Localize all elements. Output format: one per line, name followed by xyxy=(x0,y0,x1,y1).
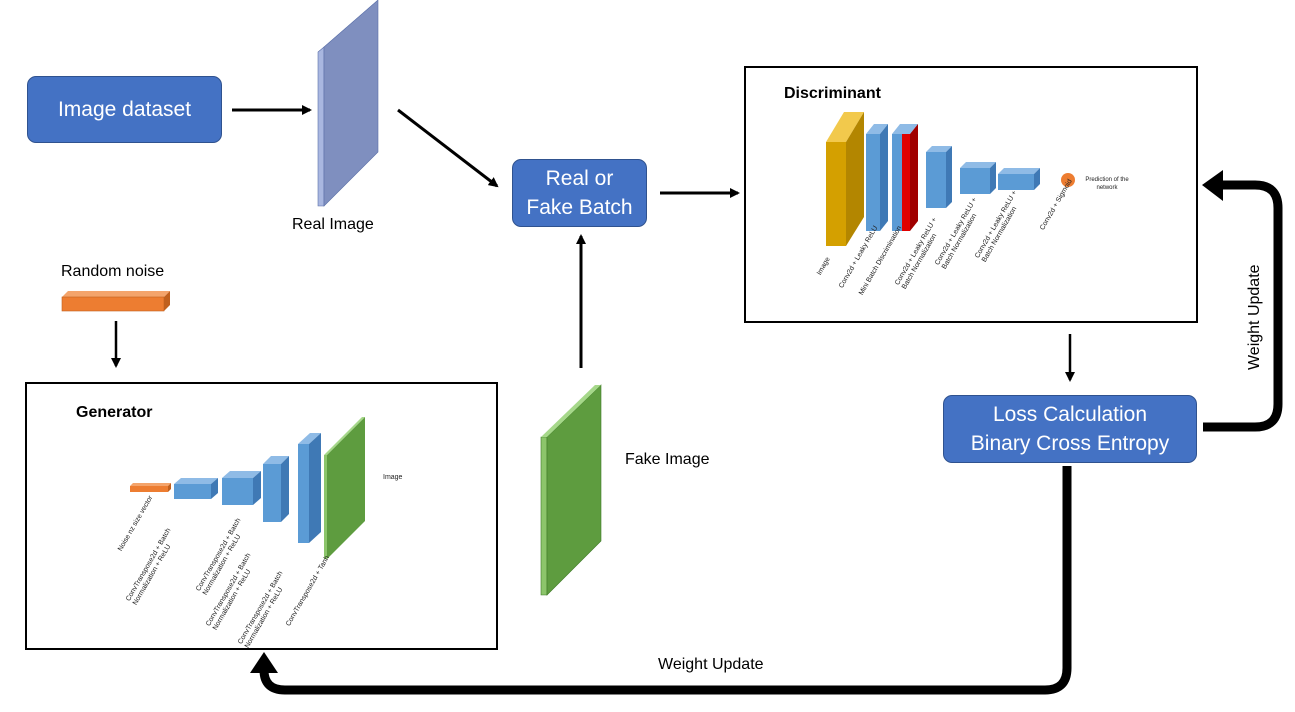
weight-update-bottom-label: Weight Update xyxy=(658,656,764,673)
gen-layer-1 xyxy=(174,478,218,499)
gen-layer-noise xyxy=(130,483,171,492)
discriminant-network xyxy=(826,112,1075,246)
image-dataset-label: Image dataset xyxy=(57,98,192,121)
real-image-label: Real Image xyxy=(292,216,374,233)
disc-layer-conv3 xyxy=(960,162,996,194)
disc-layer-image xyxy=(826,112,864,246)
disc-layer-conv4 xyxy=(998,168,1040,190)
real-or-fake-batch-node[interactable]: Real or Fake Batch xyxy=(512,159,647,227)
loss-calculation-node[interactable]: Loss Calculation Binary Cross Entropy xyxy=(943,395,1197,463)
real-image-slab xyxy=(317,0,379,207)
disc-layer-minibatch xyxy=(892,124,918,231)
random-noise-label: Random noise xyxy=(61,263,165,280)
discriminant-title: Discriminant xyxy=(784,85,881,102)
loss-label-line2: Binary Cross Entropy xyxy=(970,432,1170,455)
feedback-arrow-to-generator xyxy=(259,466,1072,695)
loss-label-line1: Loss Calculation xyxy=(992,403,1148,426)
gen-layer-2 xyxy=(222,471,261,505)
disc-layer-conv1 xyxy=(866,124,888,231)
generator-title: Generator xyxy=(76,404,153,421)
gen-layer-output xyxy=(324,417,365,559)
random-noise-bar xyxy=(61,291,170,312)
weight-update-right-label: Weight Update xyxy=(1246,264,1263,370)
discriminant-panel: Discriminant xyxy=(744,66,1198,323)
generator-network xyxy=(130,417,365,559)
arrow-real-image-to-batch xyxy=(397,108,499,188)
gen-layer-4 xyxy=(298,433,321,543)
feedback-arrow-to-discriminant xyxy=(1203,180,1283,432)
batch-label-line1: Real or xyxy=(545,167,614,190)
batch-label-line2: Fake Batch xyxy=(526,196,633,219)
gen-layer-3 xyxy=(263,456,289,522)
image-dataset-node[interactable]: Image dataset xyxy=(27,76,222,143)
disc-layer-conv2 xyxy=(926,146,952,208)
fake-image-slab xyxy=(540,384,602,596)
disc-prediction-dot xyxy=(1061,173,1075,187)
generator-panel: Generator xyxy=(25,382,498,650)
fake-image-label: Fake Image xyxy=(625,451,710,468)
gen-output-label: Image xyxy=(383,474,403,481)
disc-prediction-label: Prediction of the network xyxy=(1085,177,1129,191)
